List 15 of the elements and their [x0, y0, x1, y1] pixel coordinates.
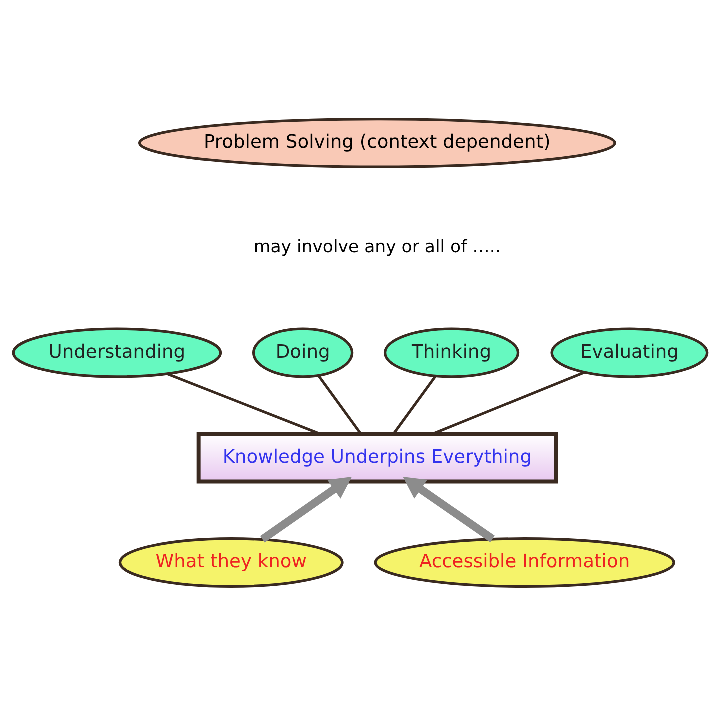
node-ellipse: Doing	[252, 327, 354, 378]
arrow	[260, 476, 352, 542]
connector	[392, 375, 437, 434]
connector	[166, 372, 320, 435]
node-ellipse: Understanding	[12, 327, 222, 378]
connector	[432, 370, 586, 435]
node-ellipse: What they know	[118, 537, 344, 588]
node-ellipse: Problem Solving (context dependent)	[138, 117, 616, 168]
node-ellipse: Evaluating	[550, 327, 709, 378]
node-box: Knowledge Underpins Everything	[196, 432, 558, 484]
label: may involve any or all of …..	[254, 237, 501, 258]
connector	[318, 374, 362, 434]
node-ellipse: Accessible Information	[374, 537, 676, 588]
arrow	[403, 476, 495, 542]
node-ellipse: Thinking	[384, 327, 520, 378]
